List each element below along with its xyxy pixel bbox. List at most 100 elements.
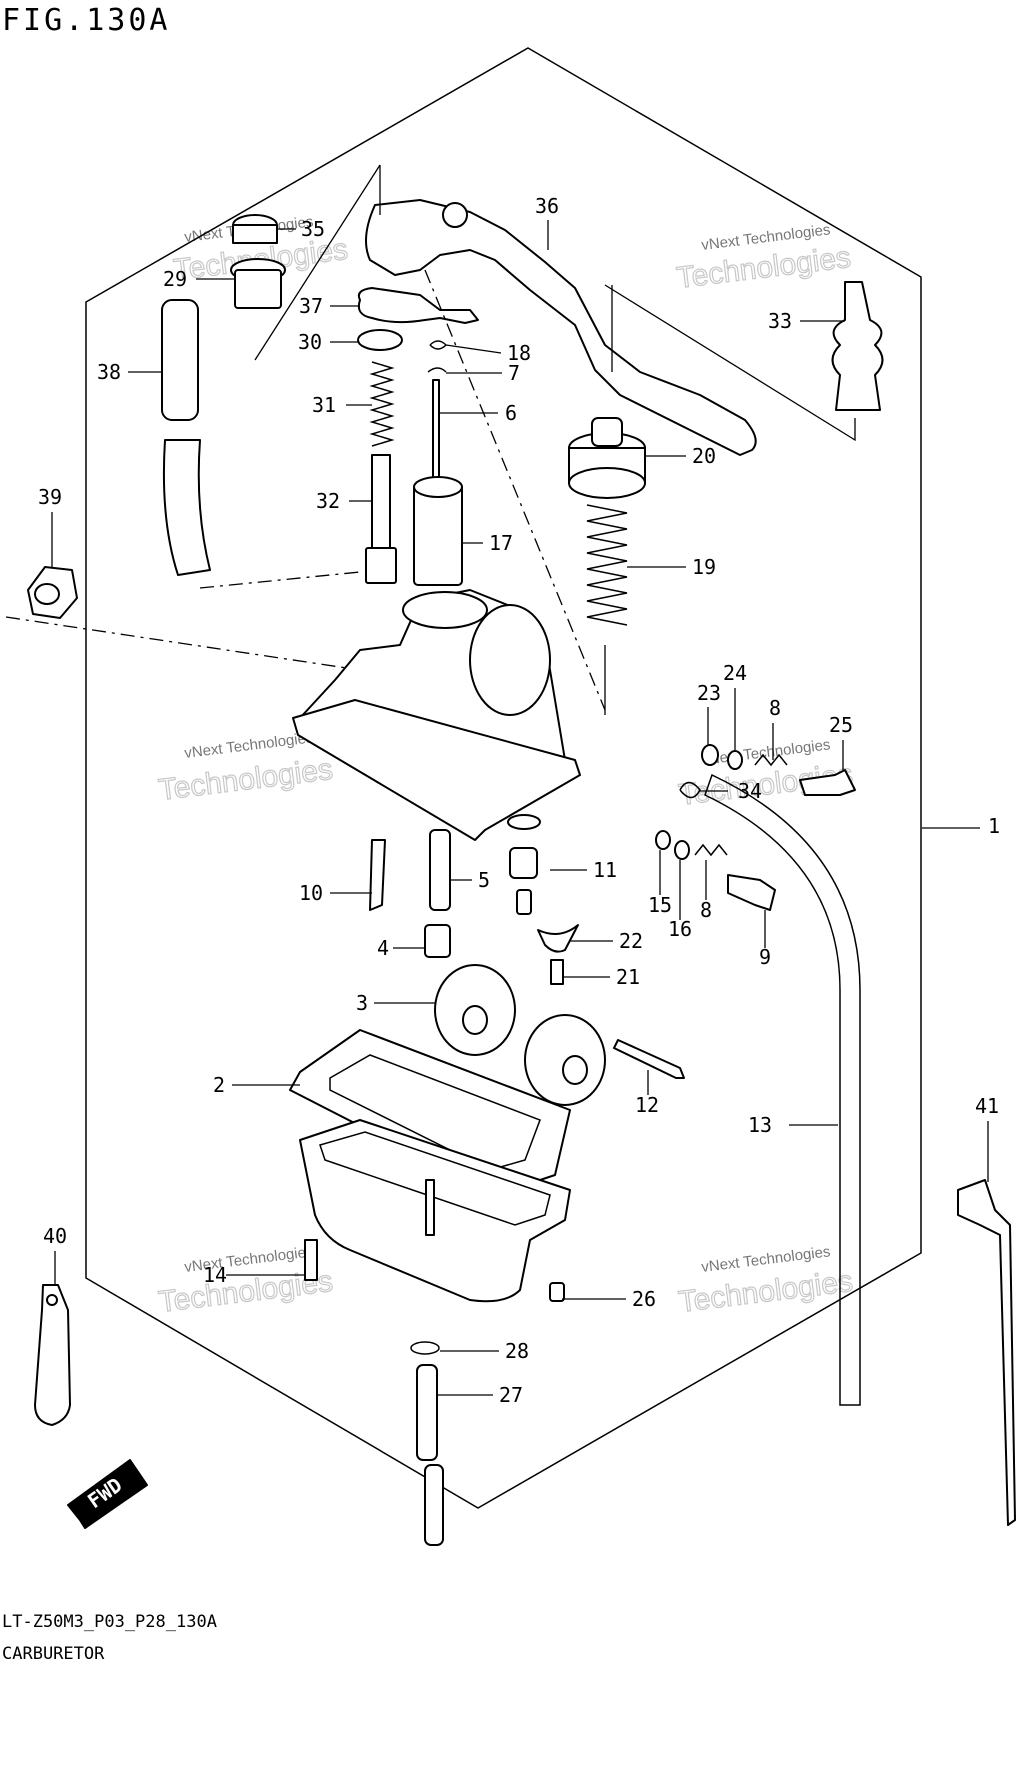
callout-number: 35: [301, 217, 325, 241]
callout-4: 4: [377, 936, 425, 960]
part-03-float-right: [524, 1014, 606, 1106]
callout-number: 8: [700, 898, 712, 922]
part-11-oring: [507, 814, 541, 830]
part-14-screw: [304, 1239, 318, 1281]
callout-24: 24: [723, 661, 747, 750]
callout-number: 3: [356, 991, 368, 1015]
callout-number: 27: [499, 1383, 523, 1407]
figure-title: FIG.130A: [2, 3, 171, 38]
guide-line: [254, 164, 381, 361]
callout-35: 35: [277, 217, 325, 241]
body-intake: [469, 604, 551, 716]
callout-number: 29: [163, 267, 187, 291]
part-20-cap-nipple: [591, 417, 623, 447]
part-37-bracket: [357, 287, 479, 324]
callout-number: 18: [507, 341, 531, 365]
callout-25: 25: [829, 713, 853, 770]
guide-line-dashed: [424, 269, 606, 711]
part-19-spring: [586, 504, 628, 626]
callout-number: 26: [632, 1287, 656, 1311]
callout-number: 13: [748, 1113, 772, 1137]
part-05-needle-jet: [429, 829, 451, 911]
figure-name: CARBURETOR: [2, 1644, 105, 1664]
part-20-cap-bottom: [568, 467, 646, 499]
part-38-tube-lower: [162, 439, 211, 576]
float-hole: [562, 1055, 588, 1085]
callout-8: 8: [769, 696, 781, 760]
callout-number: 15: [648, 893, 672, 917]
callout-number: 24: [723, 661, 747, 685]
part-40-clip: [34, 1284, 71, 1426]
callout-number: 20: [692, 444, 716, 468]
part-29-nut-body: [234, 269, 282, 309]
figure-code: LT-Z50M3_P03_P28_130A: [2, 1612, 217, 1632]
part-23-washer: [701, 744, 719, 766]
callout-number: 38: [97, 360, 121, 384]
callout-33: 33: [768, 309, 845, 333]
part-38-tube-upper: [161, 299, 199, 421]
callout-number: 9: [759, 945, 771, 969]
callout-number: 32: [316, 489, 340, 513]
callout-20: 20: [645, 444, 716, 468]
part-12-float-pin: [613, 1039, 685, 1079]
svg-text:Technologies: Technologies: [157, 753, 335, 807]
callout-number: 5: [478, 868, 490, 892]
callout-18: 18: [445, 341, 531, 365]
callout-number: 16: [668, 917, 692, 941]
callout-number: 7: [508, 361, 520, 385]
callout-39: 39: [38, 485, 62, 567]
callout-number: 4: [377, 936, 389, 960]
callout-number: 10: [299, 881, 323, 905]
callout-number: 2: [213, 1073, 225, 1097]
callout-number: 25: [829, 713, 853, 737]
callout-32: 32: [316, 489, 372, 513]
part-07-clip: [427, 367, 447, 373]
part-08-spring-upper: [754, 753, 788, 767]
callout-number: 40: [43, 1224, 67, 1248]
callout-number: 30: [298, 330, 322, 354]
callout-12: 12: [635, 1070, 659, 1117]
part-32-plunger-base: [365, 547, 397, 584]
part-13-hose: [704, 773, 861, 1406]
part-34-clip: [679, 781, 701, 799]
callout-number: 19: [692, 555, 716, 579]
part-39-hole: [34, 583, 60, 605]
part-36-throttle-lever: [365, 199, 757, 456]
callout-6: 6: [440, 401, 517, 425]
part-11-float-valve: [509, 847, 538, 879]
part-26-screw: [549, 1282, 565, 1302]
callout-17: 17: [462, 531, 513, 555]
forward-arrow: FWD: [67, 1459, 148, 1529]
body-base-plate: [292, 699, 581, 841]
part-17-throttle-valve: [413, 484, 463, 586]
callout-number: 41: [975, 1094, 999, 1118]
part-32-plunger: [371, 454, 391, 556]
part-24-oring: [727, 750, 743, 770]
part-09-screw: [727, 874, 776, 911]
callout-34: 34: [700, 779, 762, 803]
watermark-bottom-right: vNext Technologies Technologies: [676, 1243, 855, 1319]
callout-22: 22: [570, 929, 643, 953]
callout-27: 27: [437, 1383, 523, 1407]
callout-21: 21: [563, 965, 640, 989]
callout-1: 1: [922, 814, 1000, 838]
part-08-spring-lower: [694, 843, 728, 857]
callout-15: 15: [648, 850, 672, 917]
callout-number: 28: [505, 1339, 529, 1363]
part-18-clip: [429, 340, 448, 350]
callout-36: 36: [535, 194, 559, 250]
callout-41: 41: [975, 1094, 999, 1182]
callout-23: 23: [697, 681, 721, 745]
callout-number: 17: [489, 531, 513, 555]
callout-10: 10: [299, 881, 372, 905]
callout-number: 36: [535, 194, 559, 218]
callout-16: 16: [668, 860, 692, 941]
callout-37: 37: [299, 294, 360, 318]
part-17-top: [413, 476, 463, 498]
callout-14: 14: [203, 1263, 305, 1287]
callout-2: 2: [213, 1073, 300, 1097]
lever-pivot: [442, 202, 468, 228]
callout-number: 23: [697, 681, 721, 705]
callout-number: 1: [988, 814, 1000, 838]
